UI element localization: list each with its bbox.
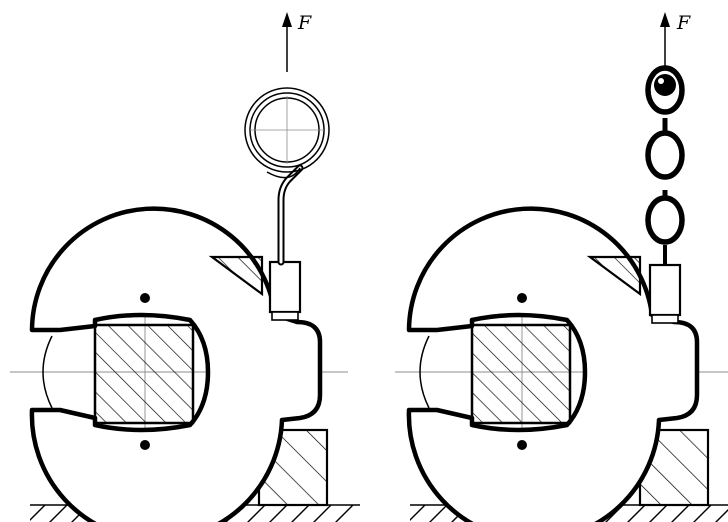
left-lower-pin-dot [140,440,150,450]
left-clamp-gap-arc [42,335,53,409]
left-fixture-post [268,260,302,314]
left-hook-wire [277,164,304,266]
right-lower-pin-dot [517,440,527,450]
left-upper-pin-dot [140,293,150,303]
right-upper-pin-dot [517,293,527,303]
left-square-workpiece [93,323,195,425]
right-force-arrow [660,12,670,68]
left-triangle-wedge [208,255,264,297]
left-clamp-body [29,206,323,522]
right-clamp-gap-arc [419,335,430,409]
right-chain [645,65,685,265]
left-fixture-base [271,311,299,321]
left-assembly: F [10,12,360,522]
right-fixture-post [648,263,682,317]
right-square-workpiece [470,323,572,425]
right-force-label: F [676,12,691,34]
right-assembly: F [395,12,728,522]
left-spring-ring [244,87,330,179]
right-clamp-body [406,206,700,522]
right-fixture-base [651,314,679,324]
right-triangle-wedge [586,255,642,297]
left-force-arrow [282,12,292,72]
left-force-label: F [297,12,312,34]
